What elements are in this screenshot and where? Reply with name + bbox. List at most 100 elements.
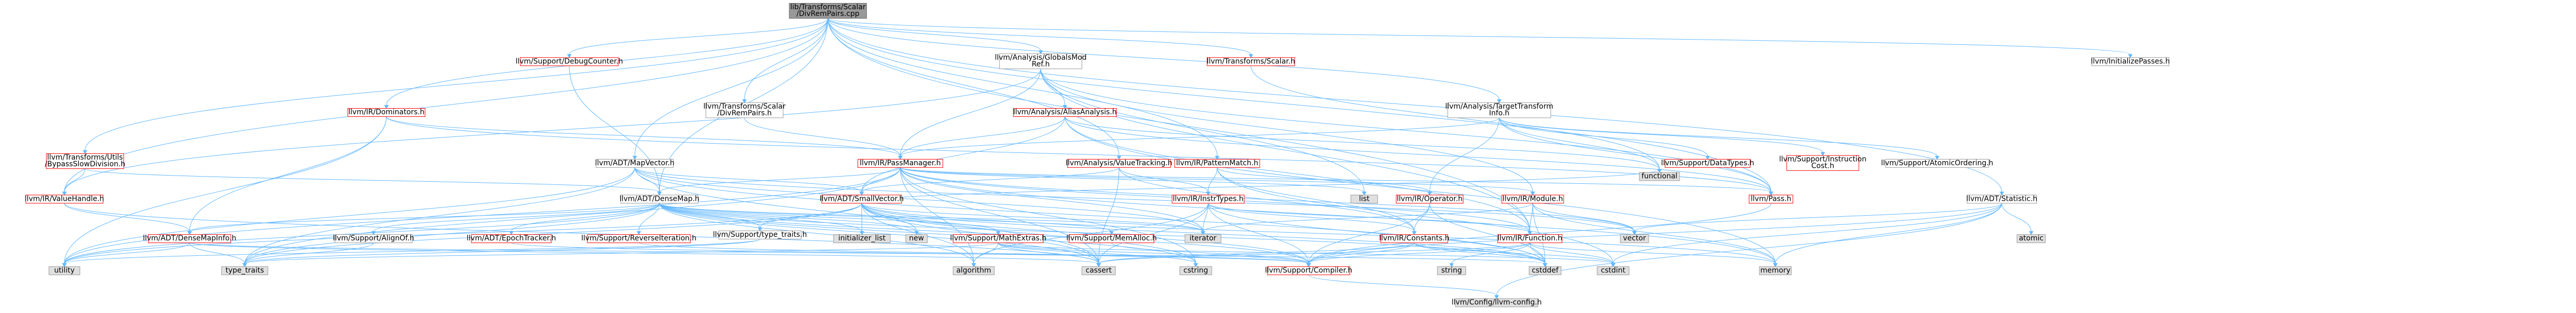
edge-llvm_adt_densemapinfo-to-utility	[62, 242, 190, 267]
edge-llvm_ir_function-to-memory	[1530, 242, 1778, 267]
node-functional[interactable]: functional	[1639, 172, 1680, 181]
node-llvm-support-reverseiteration[interactable]: llvm/Support/ReverseIteration.h	[581, 234, 697, 244]
node-label: iterator	[1190, 234, 1216, 242]
node-llvm-support-type-traits[interactable]: llvm/Support/type_traits.h	[713, 230, 807, 239]
node-llvm-ir-constants[interactable]: llvm/IR/Constants.h	[1379, 234, 1450, 244]
edge-llvm_transforms_utils_bypass-to-llvm_adt_densemap	[84, 168, 662, 196]
edge-llvm_analysis_globalsmodref-to-list	[1040, 68, 1367, 196]
node-label: /DivRemPairs.cpp	[796, 10, 859, 18]
edge-llvm_analysis_valuetracking-to-llvm_adt_smallvector	[859, 167, 1120, 196]
node-label: llvm/Support/type_traits.h	[713, 231, 807, 239]
edge-llvm_adt_smallvector-to-functional	[861, 169, 1662, 204]
node-cassert[interactable]: cassert	[1081, 266, 1116, 275]
node-llvm-transforms-utils-bypass[interactable]: llvm/Transforms/Utils/BypassSlowDivision…	[45, 153, 125, 169]
node-cstdint[interactable]: cstdint	[1597, 266, 1630, 275]
node-atomic[interactable]: atomic	[2016, 234, 2046, 244]
node-label: new	[909, 234, 924, 242]
edge-llvm_ir_passmanager-to-llvm_adt_densemap	[657, 167, 901, 196]
edge-llvm_support_mathextras-to-cstring	[998, 242, 1198, 267]
edge-llvm_support_type_traits-to-utility	[62, 238, 760, 267]
node-llvm-support-datatypes[interactable]: llvm/Support/DataTypes.h	[1661, 159, 1754, 168]
node-llvm-analysis-valuetracking[interactable]: llvm/Analysis/ValueTracking.h	[1066, 159, 1173, 168]
node-string[interactable]: string	[1437, 266, 1466, 275]
node-llvm-analysis-aliasanalysis[interactable]: llvm/Analysis/AliasAnalysis.h	[1013, 108, 1117, 117]
node-label: Ref.h	[1032, 60, 1050, 68]
node-llvm-ir-dominators[interactable]: llvm/IR/Dominators.h	[347, 108, 426, 117]
node-label: vector	[1623, 234, 1646, 242]
edge-llvm_ir_dominators-to-utility	[62, 116, 387, 267]
node-label: llvm/IR/PatternMatch.h	[1176, 159, 1258, 167]
node-label: llvm/Analysis/ValueTracking.h	[1066, 159, 1173, 167]
node-initializer-list[interactable]: initializer_list	[833, 234, 891, 244]
edge-llvm_analysis_aliasanalysis-to-llvm_ir_function	[1064, 116, 1532, 235]
graph-nodes: lib/Transforms/Scalar/DivRemPairs.cppllv…	[25, 3, 2170, 307]
node-utility[interactable]: utility	[48, 266, 80, 275]
node-llvm-config[interactable]: llvm/Config/llvm-config.h	[1452, 298, 1542, 307]
edge-root-to-llvm_ir_patternmatch	[827, 18, 1219, 160]
node-llvm-support-compiler[interactable]: llvm/Support/Compiler.h	[1265, 266, 1352, 275]
node-label: cstdint	[1601, 266, 1625, 274]
node-label: Cost.h	[1811, 162, 1834, 170]
node-llvm-ir-passmanager[interactable]: llvm/IR/PassManager.h	[857, 159, 943, 168]
node-llvm-adt-statistic[interactable]: llvm/ADT/Statistic.h	[1966, 195, 2038, 204]
edge-llvm_adt_statistic-to-llvm_config	[1494, 203, 2002, 300]
edge-llvm_adt_statistic-to-vector	[1632, 203, 2002, 235]
edge-llvm_ir_passmanager-to-llvm_pass	[900, 167, 1773, 196]
edge-llvm_analysis_targettransforminfo-to-llvm_support_atomicordering	[1499, 117, 1940, 160]
edge-llvm_ir_module-to-iterator	[1200, 203, 1533, 235]
node-llvm-pass[interactable]: llvm/Pass.h	[1749, 195, 1793, 204]
node-llvm-transforms-scalar-divrempairs[interactable]: llvm/Transforms/Scalar/DivRemPairs.h	[703, 102, 786, 118]
node-llvm-adt-epochtracker[interactable]: llvm/ADT/EpochTracker.h	[467, 234, 556, 244]
edge-llvm_ir_operator-to-llvm_ir_constants	[1412, 203, 1430, 235]
node-llvm-adt-densemap[interactable]: llvm/ADT/DenseMap.h	[619, 195, 700, 204]
edge-llvm_adt_epochtracker-to-llvm_support_compiler	[511, 242, 1311, 267]
edge-llvm_analysis_valuetracking-to-llvm_ir_instrtypes	[1118, 167, 1211, 196]
edge-llvm_adt_densemap-to-llvm_support_memalloc	[659, 203, 1114, 235]
node-llvm-ir-valuehandle[interactable]: llvm/IR/ValueHandle.h	[25, 195, 104, 204]
node-label: llvm/ADT/DenseMapInfo.h	[143, 234, 236, 242]
node-vector[interactable]: vector	[1620, 234, 1649, 244]
node-llvm-support-debugcounter[interactable]: llvm/Support/DebugCounter.h	[516, 57, 623, 66]
node-llvm-adt-densemapinfo[interactable]: llvm/ADT/DenseMapInfo.h	[143, 234, 236, 244]
node-algorithm[interactable]: algorithm	[953, 266, 995, 275]
node-llvm-support-atomicordering[interactable]: llvm/Support/AtomicOrdering.h	[1881, 159, 1993, 168]
node-new[interactable]: new	[905, 234, 928, 244]
node-cstddef[interactable]: cstddef	[1529, 266, 1562, 275]
edge-llvm_adt_mapvector-to-cstddef	[634, 167, 1548, 267]
node-llvm-ir-function[interactable]: llvm/IR/Function.h	[1497, 234, 1563, 244]
edge-llvm_ir_valuehandle-to-llvm_adt_densemapinfo	[64, 203, 192, 235]
node-llvm-support-mathextras[interactable]: llvm/Support/MathExtras.h	[950, 234, 1046, 244]
node-label: llvm/Support/Instruction	[1779, 155, 1866, 164]
node-label: llvm/Support/AtomicOrdering.h	[1881, 159, 1993, 167]
node-llvm-support-memalloc[interactable]: llvm/Support/MemAlloc.h	[1066, 234, 1157, 244]
node-llvm-ir-instrtypes[interactable]: llvm/IR/InstrTypes.h	[1172, 195, 1245, 204]
node-label: llvm/ADT/Statistic.h	[1966, 195, 2037, 203]
node-llvm-transforms-scalar-h[interactable]: llvm/Transforms/Scalar.h	[1207, 57, 1295, 66]
node-llvm-ir-patternmatch[interactable]: llvm/IR/PatternMatch.h	[1174, 159, 1260, 168]
edge-llvm_analysis_targettransforminfo-to-llvm_ir_operator	[1427, 117, 1500, 196]
edge-llvm_support_mathextras-to-type_traits	[242, 242, 998, 267]
node-cstring[interactable]: cstring	[1179, 266, 1212, 275]
node-label: llvm/Pass.h	[1751, 195, 1791, 203]
edge-llvm_analysis_targettransforminfo-to-llvm_ir_passmanager	[898, 117, 1500, 160]
node-label: algorithm	[956, 266, 991, 274]
node-type-traits[interactable]: type_traits	[221, 266, 268, 275]
node-llvm-adt-mapvector[interactable]: llvm/ADT/MapVector.h	[595, 159, 674, 168]
node-label: string	[1441, 266, 1462, 274]
node-memory[interactable]: memory	[1759, 266, 1792, 275]
node-llvm-ir-module[interactable]: llvm/IR/Module.h	[1501, 195, 1564, 204]
edge-llvm_ir_function-to-cstdint	[1530, 242, 1616, 267]
node-llvm-initializepasses[interactable]: llvm/InitializePasses.h	[2091, 57, 2170, 66]
node-label: Info.h	[1489, 109, 1510, 117]
node-list[interactable]: list	[1350, 195, 1378, 204]
edge-root-to-llvm_initializepasses	[827, 18, 2133, 58]
edge-llvm_ir_patternmatch-to-llvm_ir_operator	[1217, 167, 1432, 196]
node-llvm-ir-operator[interactable]: llvm/IR/Operator.h	[1396, 195, 1464, 204]
node-iterator[interactable]: iterator	[1184, 234, 1222, 244]
node-llvm-adt-smallvector[interactable]: llvm/ADT/SmallVector.h	[820, 195, 904, 204]
node-llvm-support-alignof[interactable]: llvm/Support/AlignOf.h	[333, 234, 414, 244]
